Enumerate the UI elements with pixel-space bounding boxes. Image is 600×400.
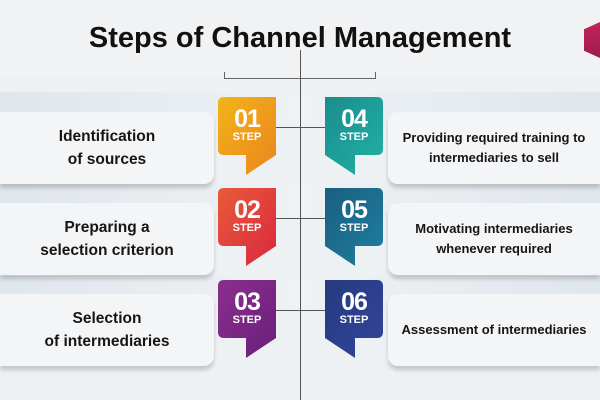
- connector-bracket: [224, 72, 376, 79]
- page-title: Steps of Channel Management: [88, 22, 512, 54]
- step-text: of sources: [67, 151, 147, 168]
- badge-shape: [218, 280, 276, 358]
- step-number: 02: [234, 196, 261, 224]
- step-card-6: Assessment of intermediaries: [388, 294, 600, 366]
- badge-shape: [325, 280, 383, 358]
- step-text: intermediaries to sell: [428, 150, 560, 165]
- step-label: STEP: [232, 131, 262, 143]
- step-text: Preparing a: [64, 219, 150, 236]
- step-number: 04: [341, 105, 368, 133]
- step-number: 03: [234, 288, 261, 316]
- step-label: STEP: [339, 222, 369, 234]
- step-text: Motivating intermediaries: [415, 221, 573, 236]
- step-card-5: Motivating intermediaries whenever requir…: [388, 203, 600, 275]
- step-label: STEP: [339, 314, 369, 326]
- step-card-1: Identification of sources: [0, 112, 214, 184]
- step-card-3: Selection of intermediaries: [0, 294, 214, 366]
- step-number: 01: [234, 105, 261, 133]
- connector-spine: [300, 50, 301, 400]
- badge-shape: [325, 188, 383, 266]
- step-card-2: Preparing a selection criterion: [0, 203, 214, 275]
- step-label: STEP: [232, 222, 262, 234]
- connector: [272, 218, 328, 219]
- step-text: Assessment of intermediaries: [401, 322, 587, 337]
- step-number: 05: [341, 196, 368, 224]
- brand-logo: [584, 22, 600, 58]
- step-number: 06: [341, 288, 368, 316]
- step-text: Identification: [58, 128, 156, 145]
- step-text: selection criterion: [40, 242, 174, 259]
- connector: [272, 310, 328, 311]
- step-label: STEP: [232, 314, 262, 326]
- step-text: Providing required training to: [402, 130, 586, 145]
- step-text: of intermediaries: [44, 333, 170, 350]
- step-label: STEP: [339, 131, 369, 143]
- step-text: whenever required: [436, 241, 552, 256]
- step-text: Selection: [72, 310, 142, 327]
- badge-shape: [218, 97, 276, 175]
- badge-shape: [325, 97, 383, 175]
- connector: [272, 127, 328, 128]
- step-card-4: Providing required training to intermedia…: [388, 112, 600, 184]
- badge-shape: [218, 188, 276, 266]
